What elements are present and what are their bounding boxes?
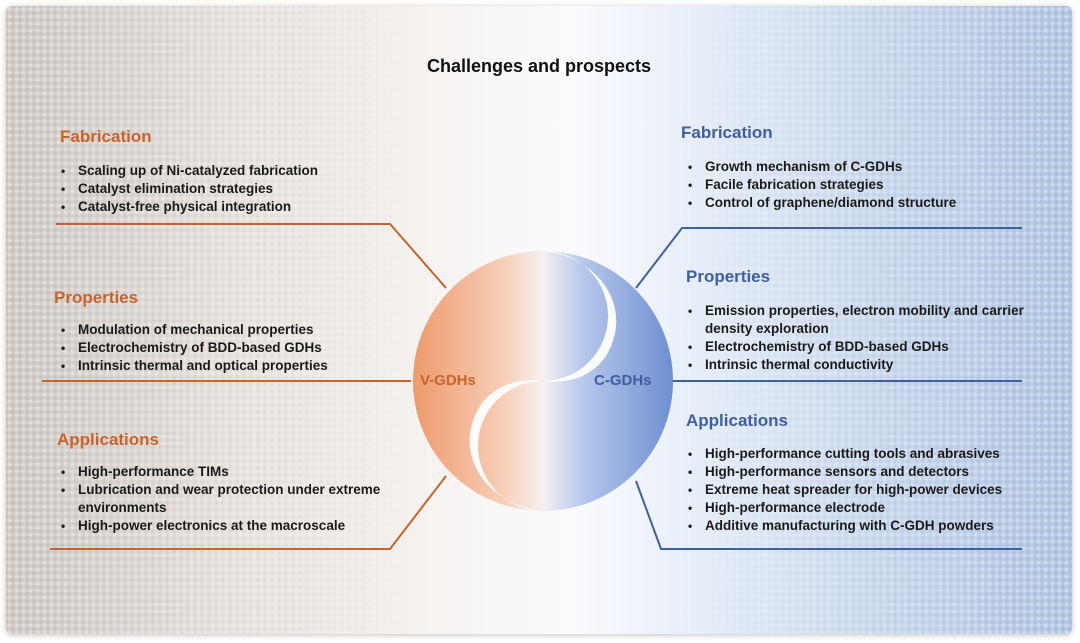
c-gdhs-label: C-GDHs	[594, 372, 652, 389]
left-properties-list: Modulation of mechanical properties Elec…	[58, 321, 438, 375]
diagram-canvas: Challenges and prospects V-GDHs C-GDHs F…	[6, 6, 1072, 634]
list-item: Extreme heat spreader for high-power dev…	[685, 481, 1065, 499]
list-item: Modulation of mechanical properties	[58, 321, 438, 339]
connector-right-fabrication	[635, 227, 1022, 289]
list-item: Electrochemistry of BDD-based GDHs	[685, 338, 1035, 356]
connector-left-fabrication	[56, 223, 447, 289]
list-item: Catalyst elimination strategies	[58, 180, 438, 198]
left-fabrication-heading: Fabrication	[60, 127, 152, 146]
left-properties-heading: Properties	[54, 288, 139, 307]
list-item: High-performance sensors and detectors	[685, 463, 1065, 481]
connector-left-applications	[50, 475, 447, 550]
list-item: Additive manufacturing with C-GDH powder…	[685, 517, 1065, 535]
list-item: Emission properties, electron mobility a…	[685, 302, 1035, 338]
list-item: Lubrication and wear protection under ex…	[58, 481, 418, 517]
left-applications-list: High-performance TIMs Lubrication and we…	[58, 463, 418, 535]
list-item: Intrinsic thermal conductivity	[685, 356, 1035, 374]
list-item: High-performance electrode	[685, 499, 1065, 517]
right-applications-list: High-performance cutting tools and abras…	[685, 445, 1065, 535]
list-item: High-performance TIMs	[58, 463, 418, 481]
right-connectors	[635, 227, 1022, 550]
list-item: Electrochemistry of BDD-based GDHs	[58, 339, 438, 357]
right-applications-heading: Applications	[686, 411, 789, 430]
list-item: Intrinsic thermal and optical properties	[58, 357, 438, 375]
left-fabrication-list: Scaling up of Ni-catalyzed fabrication C…	[58, 162, 438, 216]
connector-right-applications	[635, 480, 1022, 550]
left-applications-heading: Applications	[57, 430, 160, 449]
left-connectors	[42, 223, 447, 550]
connector-layer	[42, 223, 1022, 550]
list-item: Scaling up of Ni-catalyzed fabrication	[58, 162, 438, 180]
v-gdhs-label: V-GDHs	[420, 372, 476, 389]
list-item: Control of graphene/diamond structure	[685, 194, 1055, 212]
list-item: Facile fabrication strategies	[685, 176, 1055, 194]
diagram-title: Challenges and prospects	[426, 56, 652, 76]
yin-yang-circle	[413, 251, 673, 511]
list-item: High-power electronics at the macroscale	[58, 517, 418, 535]
list-item: Catalyst-free physical integration	[58, 198, 438, 216]
list-item: Growth mechanism of C-GDHs	[685, 158, 1055, 176]
right-fabrication-heading: Fabrication	[681, 123, 773, 142]
right-properties-list: Emission properties, electron mobility a…	[685, 302, 1035, 374]
list-item: High-performance cutting tools and abras…	[685, 445, 1065, 463]
right-properties-heading: Properties	[686, 267, 771, 286]
right-fabrication-list: Growth mechanism of C-GDHs Facile fabric…	[685, 158, 1055, 212]
